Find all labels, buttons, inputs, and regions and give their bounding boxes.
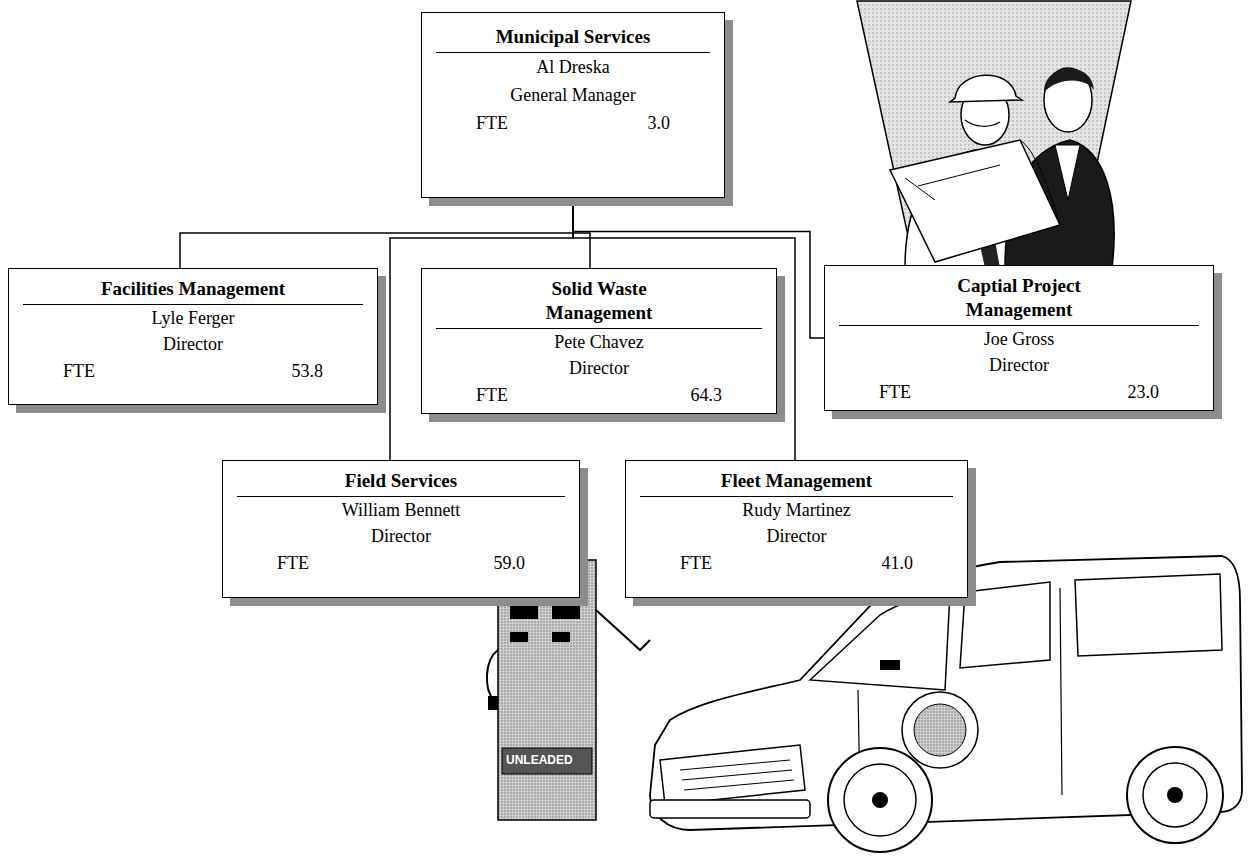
title-rule: Solid Waste Management [436,277,762,329]
job-title: Director [223,523,579,549]
face-line [965,120,1000,126]
title-rule: Facilities Management [23,277,363,305]
division-title: Municipal Services [496,25,651,49]
city-seal [902,692,978,768]
rear-wheel [1127,747,1223,843]
fte-value: 53.8 [292,359,324,383]
division-title: Field Services [345,469,457,493]
pump-display [510,605,538,619]
blueprint-fold [1020,140,1060,225]
pump-label: UNLEADED [506,753,573,767]
fte-row: FTE 59.0 [223,551,579,575]
backdrop-trapezoid [857,1,1131,268]
front-wheel [828,748,932,852]
fte-row: FTE 23.0 [825,380,1213,404]
fte-row: FTE 41.0 [626,551,967,575]
fte-label: FTE [63,359,95,383]
fte-value: 59.0 [494,551,526,575]
division-title: Captial Project Management [904,274,1134,322]
division-box: Captial Project ManagementJoe GrossDirec… [824,265,1214,411]
title-rule: Field Services [237,469,565,497]
blueprint-lines [905,165,1000,200]
manager-box: Municipal Services Al DreskaGeneral Manag… [421,12,725,198]
blueprint-sheet [890,140,1060,262]
org-connector [573,198,590,268]
rear-window [1075,574,1222,656]
division-title: Fleet Management [721,469,872,493]
division-title: Solid Waste Management [499,277,699,325]
shirt-collar [1055,145,1080,200]
pump-plate [502,748,592,774]
fte-label: FTE [476,383,508,407]
grille [660,745,805,805]
pump-display [552,632,570,642]
division-box: Fleet ManagementRudy MartinezDirectorFTE… [625,460,968,598]
fte-label: FTE [476,111,508,135]
person-name: Rudy Martinez [626,497,967,523]
person-name: Joe Gross [825,326,1213,352]
job-title: Director [9,331,377,357]
fte-row: FTE 64.3 [422,383,776,407]
van [650,556,1242,852]
job-title: Director [626,523,967,549]
pump-display [552,605,580,619]
fte-value: 64.3 [691,383,723,407]
fte-row: FTE 53.8 [9,359,377,383]
pump-body [498,560,596,820]
person-name: William Bennett [223,497,579,523]
title-rule: Fleet Management [640,469,953,497]
person-name: Pete Chavez [422,329,776,355]
fte-value: 41.0 [882,551,914,575]
fte-row: FTE 3.0 [422,111,724,135]
mirror [880,660,900,670]
job-title: Director [422,355,776,381]
fuel-pump [487,560,650,820]
division-box: Field ServicesWilliam BennettDirectorFTE… [222,460,580,598]
front-hub [872,792,888,808]
division-title: Facilities Management [98,277,288,301]
fte-label: FTE [277,551,309,575]
person-name: Al Dreska [422,53,724,81]
fte-label: FTE [680,551,712,575]
hard-hat [950,75,1022,102]
org-connector [180,198,573,268]
rear-hub [1167,787,1183,803]
windshield [810,592,950,690]
fte-value: 23.0 [1128,380,1160,404]
pump-display [510,632,528,642]
title-rule: Captial Project Management [839,274,1199,326]
bumper [650,800,810,818]
city-seal-inner [914,704,966,756]
grille-bars [680,760,794,790]
rear-hubcap [1143,763,1207,827]
hair [1044,68,1094,92]
division-box: Solid Waste ManagementPete ChavezDirecto… [421,268,777,414]
pump-nozzle [488,696,498,710]
pump-hose [487,650,498,700]
job-title: Director [825,352,1213,378]
pump-hose [596,610,650,650]
front-hubcap [844,764,916,836]
job-title: General Manager [422,81,724,109]
title-rule: Municipal Services [436,25,710,53]
division-box: Facilities ManagementLyle FergerDirector… [8,268,378,405]
fte-label: FTE [879,380,911,404]
person-name: Lyle Ferger [9,305,377,331]
side-window [960,582,1050,668]
fte-value: 3.0 [648,111,671,135]
